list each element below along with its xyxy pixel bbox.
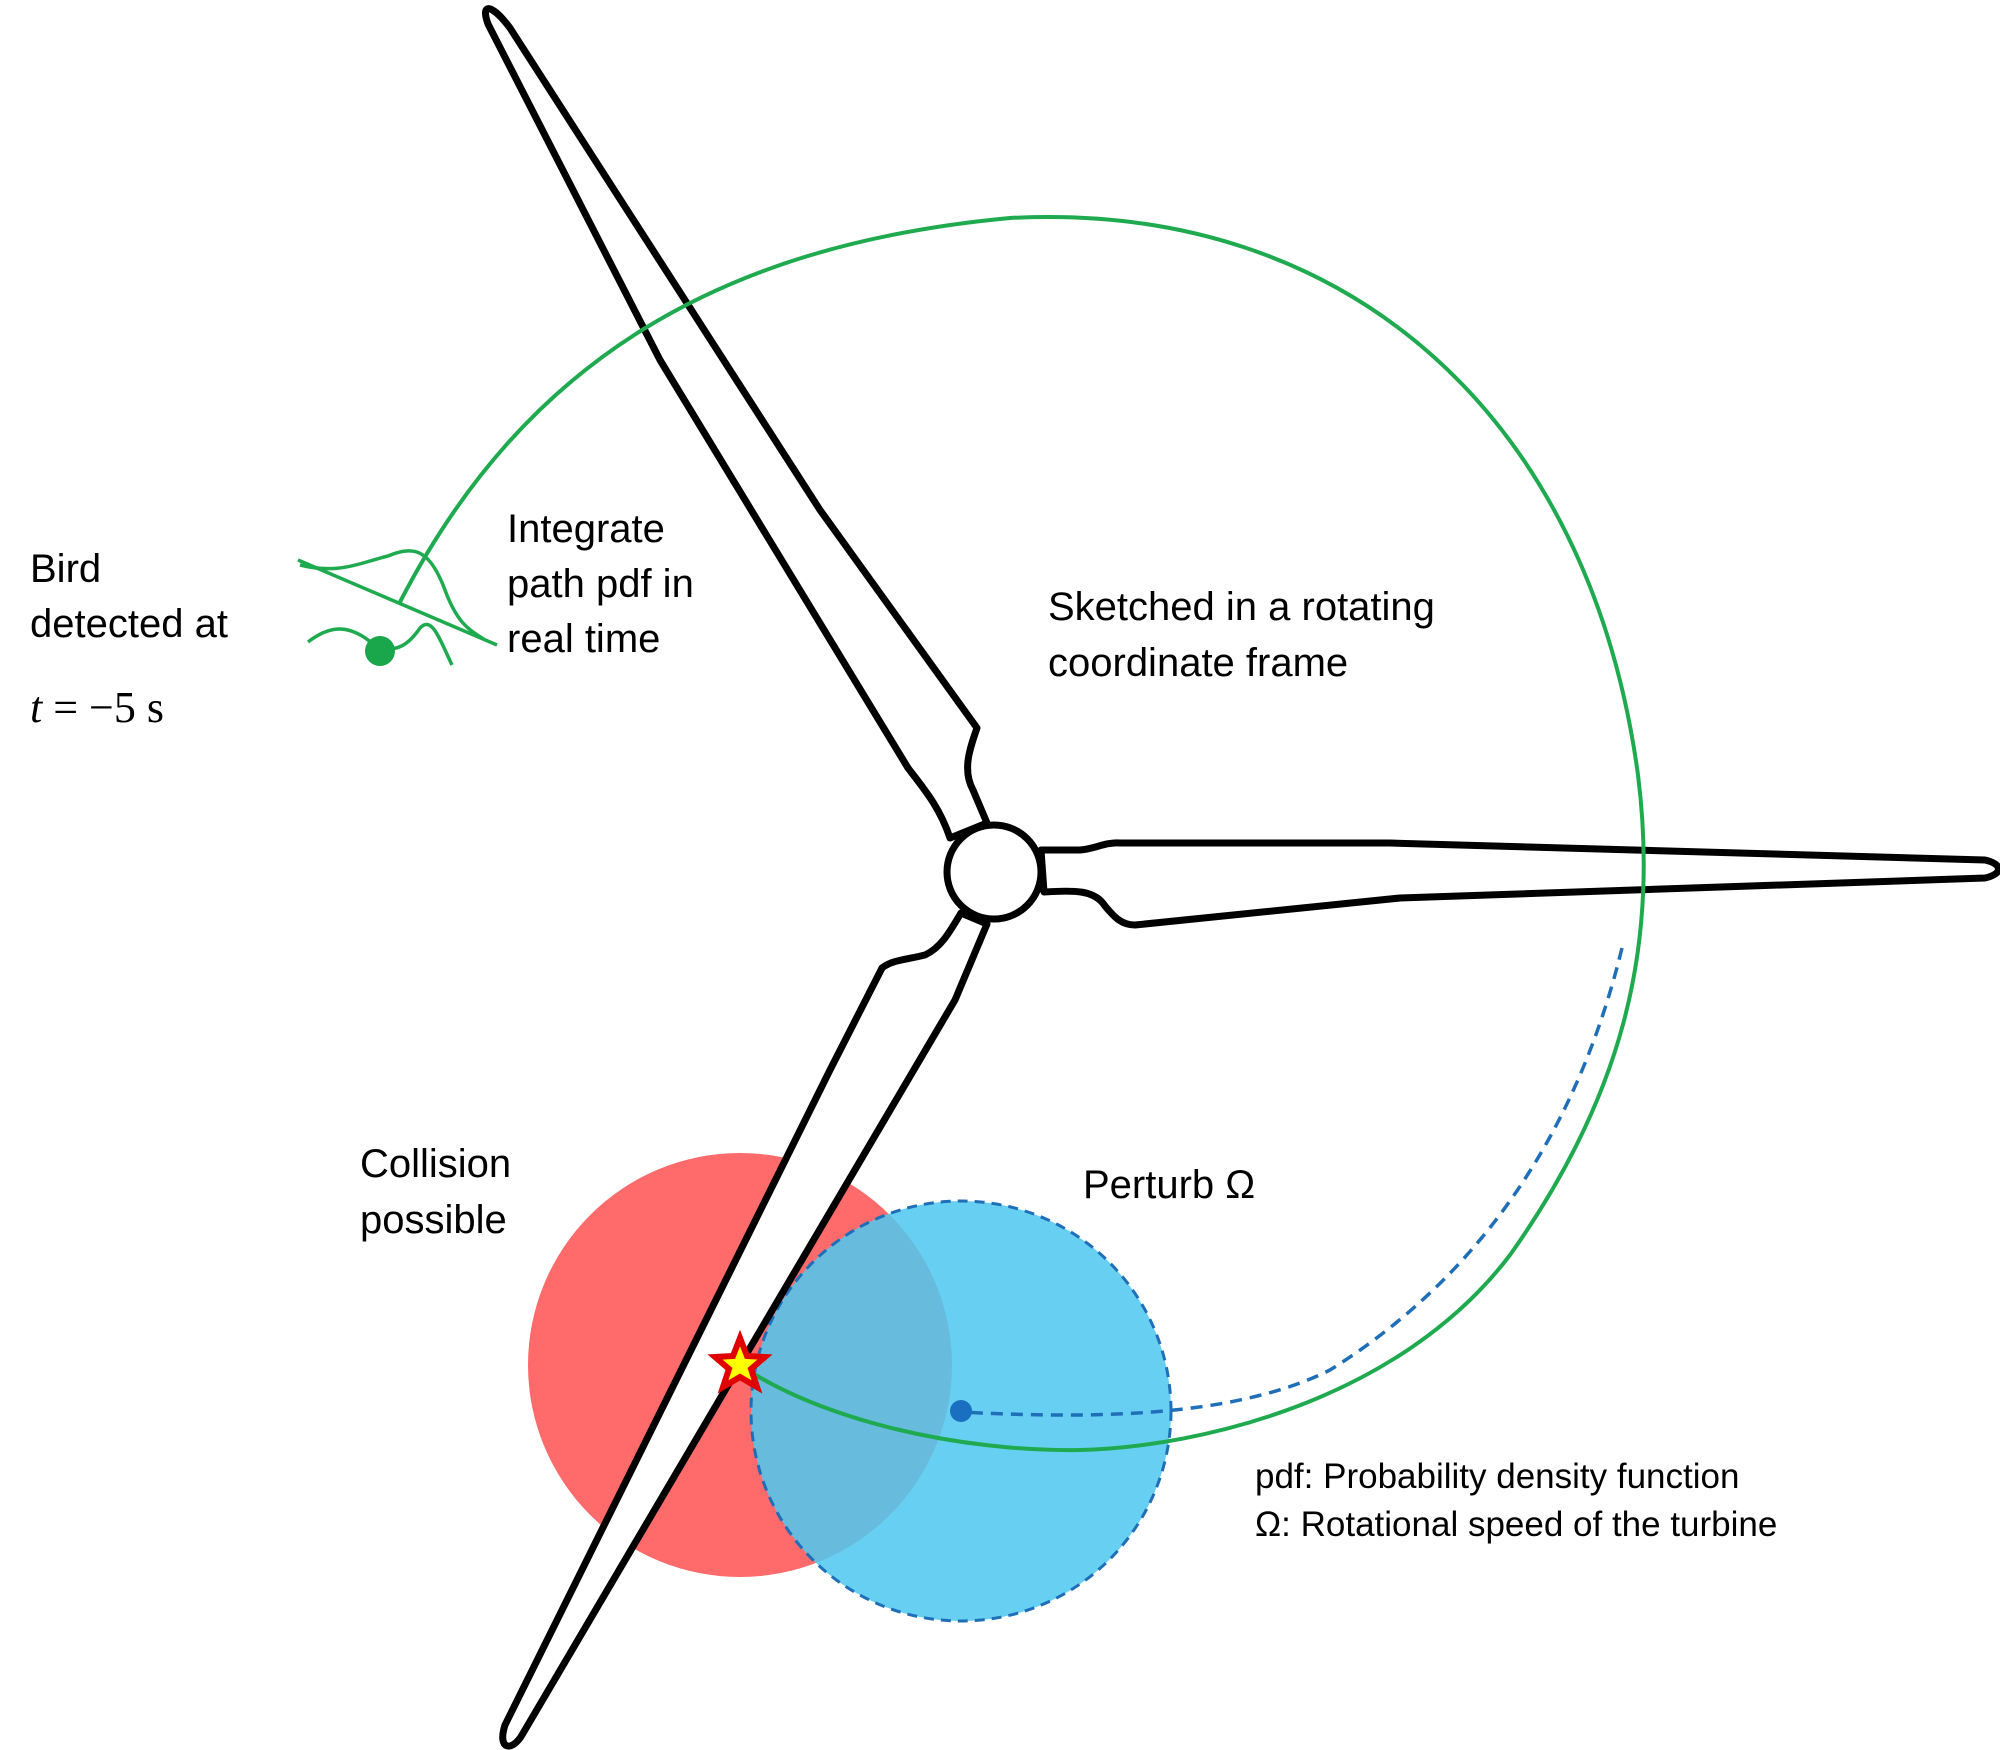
rotating-frame-label-line2: coordinate frame: [1048, 641, 1348, 685]
perturbed-endpoint: [950, 1400, 972, 1422]
star-icon: [707, 1329, 773, 1394]
path-pdf-sketch: [297, 549, 498, 666]
legend-omega: Ω: Rotational speed of the turbine: [1255, 1505, 1777, 1544]
integrate-label-line2: path pdf in: [507, 562, 694, 606]
bird-dot-icon: [365, 636, 395, 666]
legend-pdf: pdf: Probability density function: [1255, 1457, 1739, 1496]
turbine-rotor: [482, 5, 2000, 1750]
blade-lower: [499, 909, 991, 1750]
pdf-baseline: [297, 558, 498, 647]
pdf-curve: [299, 549, 486, 642]
blade-upper: [482, 5, 991, 842]
bird-wiggle-path: [306, 622, 454, 666]
detection-time: t = −5 s: [30, 683, 164, 732]
turbine-hub: [943, 821, 1045, 923]
bird-label-line2: detected at: [30, 602, 228, 646]
time-variable: t: [30, 683, 44, 732]
integrate-label-line1: Integrate: [507, 507, 665, 551]
collision-label-line1: Collision: [360, 1142, 511, 1186]
blade-right: [1037, 839, 2000, 929]
time-value: = −5 s: [42, 683, 164, 732]
rotating-frame-label-line1: Sketched in a rotating: [1048, 585, 1435, 629]
collision-label-line2: possible: [360, 1198, 507, 1242]
bird-flight-path: [398, 215, 1646, 1453]
perturb-label: Perturb Ω: [1083, 1163, 1255, 1207]
bird-label-line1: Bird: [30, 547, 101, 591]
perturbed-path: [959, 947, 1624, 1417]
integrate-label-line3: real time: [507, 617, 660, 661]
